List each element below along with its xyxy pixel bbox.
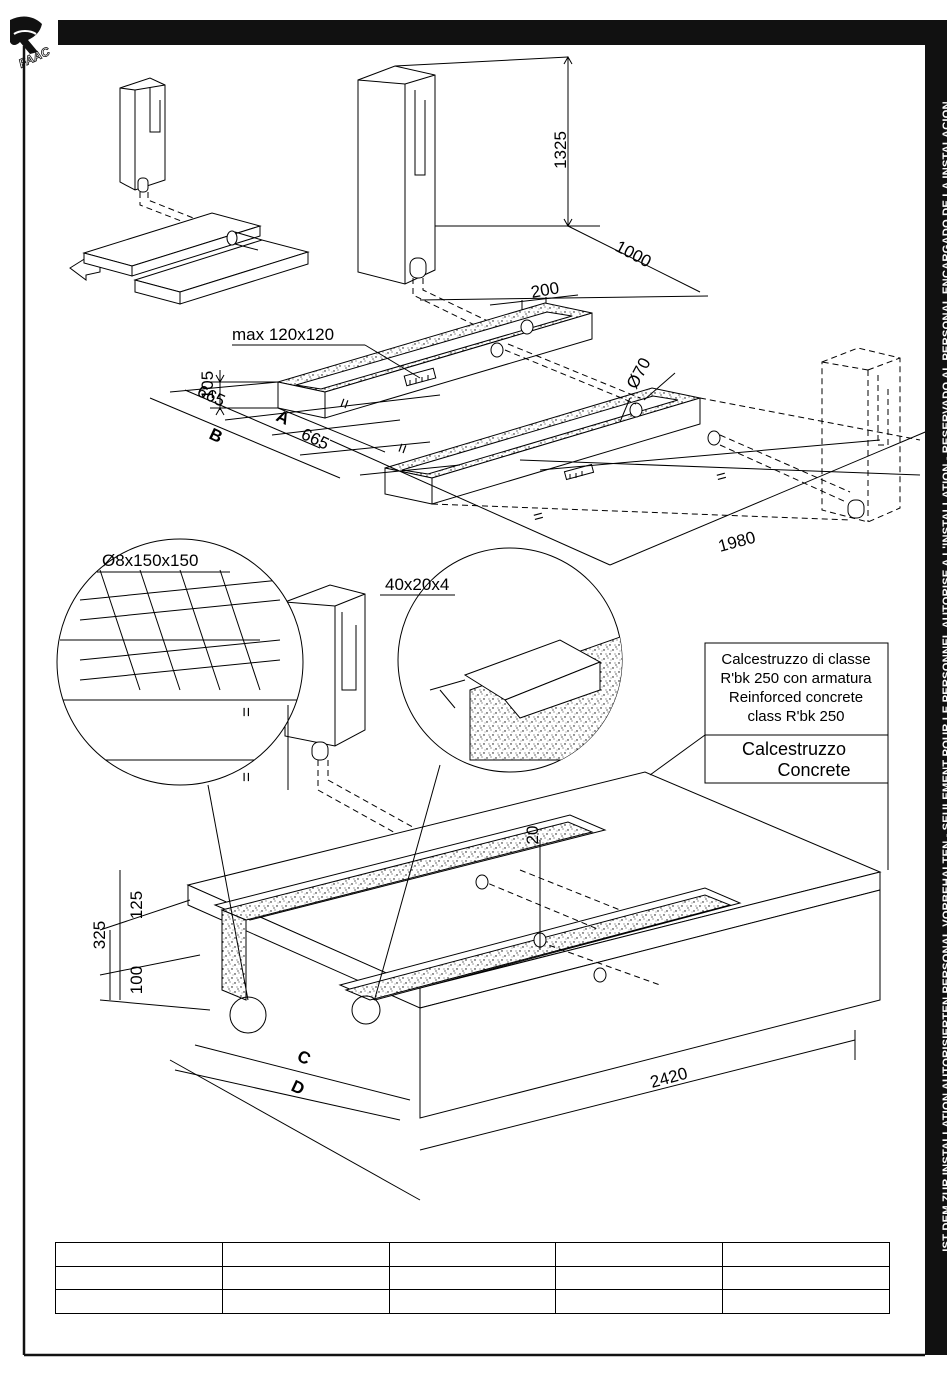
small-column xyxy=(119,77,166,193)
sidebar-bar xyxy=(925,20,947,1355)
table-cell xyxy=(221,1265,390,1291)
conduit-pipes-top xyxy=(431,343,921,521)
callout-opening-label: max 120x120 xyxy=(232,325,334,344)
dim-105-label: 105 xyxy=(198,371,217,399)
angle-label: 40x20x4 xyxy=(385,575,449,594)
dim-125-label: 125 xyxy=(127,891,146,919)
mesh-label: Ø8x150x150 xyxy=(102,551,198,570)
header-bar xyxy=(58,20,925,45)
table-cell xyxy=(388,1289,557,1314)
table-cell xyxy=(722,1242,890,1267)
mesh-detail xyxy=(56,538,304,786)
dim-pipe xyxy=(619,372,676,423)
dim-1325 xyxy=(435,55,600,228)
trench-1 xyxy=(277,302,593,419)
main-column xyxy=(357,56,569,285)
equal-mark-4: = xyxy=(714,466,729,487)
pipe-end-1 xyxy=(475,874,489,890)
dim-left-heights xyxy=(99,870,211,1011)
dim-1325-label: 1325 xyxy=(551,131,570,169)
table-cell xyxy=(555,1265,724,1291)
dim-1980-label: 1980 xyxy=(716,528,757,556)
table-cell xyxy=(722,1289,890,1314)
detail-marker-2 xyxy=(351,995,381,1025)
table-row xyxy=(55,1265,890,1291)
table-row xyxy=(55,1242,890,1267)
pipe-end-3 xyxy=(593,967,607,983)
dim-1000 xyxy=(419,225,709,301)
dim-200-label: 200 xyxy=(529,278,560,302)
dimension-table xyxy=(55,1242,890,1314)
detail-leader-1 xyxy=(207,784,249,1001)
label-b: B xyxy=(206,424,225,446)
dim-100-label: 100 xyxy=(127,966,146,994)
page-frame xyxy=(22,46,925,1357)
dim-pipe-label: Ø70 xyxy=(623,355,655,392)
table-row xyxy=(55,1289,890,1314)
dim-20-label: 20 xyxy=(523,826,542,845)
slab-trench-1 xyxy=(213,814,607,1001)
installer-only-notice: IST DEM ZUR INSTALLATION AUTORISIERTEN P… xyxy=(941,101,950,1252)
detail-marker-1 xyxy=(229,996,267,1034)
callout-opening xyxy=(232,344,421,379)
table-cell xyxy=(221,1242,390,1267)
top-drawing: 1325 1000 200 xyxy=(69,55,931,566)
table-cell xyxy=(55,1265,223,1291)
table-cell xyxy=(555,1242,724,1267)
legend-concrete-line-2: Concrete xyxy=(777,760,850,780)
table-cell xyxy=(388,1242,557,1267)
legend-reinforced-line-3: Reinforced concrete xyxy=(729,689,863,706)
table-cell xyxy=(388,1265,557,1291)
dashed-column-pipe xyxy=(847,499,865,519)
junction-box-1 xyxy=(403,367,437,387)
angle-detail xyxy=(397,547,623,773)
table-cell xyxy=(55,1242,223,1267)
dim-105 xyxy=(210,370,278,416)
dim-665-a-b xyxy=(149,381,461,479)
dim-1000-label: 1000 xyxy=(612,237,654,272)
table-cell xyxy=(722,1265,890,1291)
legend-reinforced-line-1: Calcestruzzo di classe xyxy=(721,651,870,668)
label-a: A xyxy=(273,406,292,428)
legend-reinforced-line-4: class R'bk 250 xyxy=(747,708,844,725)
mesh-eq-2: = xyxy=(237,772,256,782)
table-cell xyxy=(555,1289,724,1314)
legend-reinforced-line-2: R'bk 250 con armatura xyxy=(720,670,872,687)
table-cell xyxy=(221,1289,390,1314)
plinth-right xyxy=(133,230,310,305)
dim-c-d-2420 xyxy=(169,1030,856,1201)
legend-box xyxy=(649,642,889,870)
dashed-column-right xyxy=(821,347,901,523)
detail-leader-2 xyxy=(374,764,441,999)
junction-box-2 xyxy=(563,463,595,481)
equal-mark-2: = xyxy=(392,440,413,456)
table-cell xyxy=(55,1289,223,1314)
equal-mark-3: = xyxy=(531,506,546,527)
mesh-eq-1: = xyxy=(237,707,256,717)
label-c: C xyxy=(294,1046,313,1068)
foundation-column xyxy=(284,584,366,761)
bottom-drawing: 20 125 325 100 C D 2420 xyxy=(56,538,889,1201)
faac-logo: FAAC xyxy=(10,16,53,71)
dim-2420-label: 2420 xyxy=(648,1064,689,1092)
dim-1980 xyxy=(329,429,931,566)
trench-2 xyxy=(384,387,721,505)
legend-concrete-line-1: Calcestruzzo xyxy=(742,739,846,759)
dim-325-label: 325 xyxy=(90,921,109,949)
